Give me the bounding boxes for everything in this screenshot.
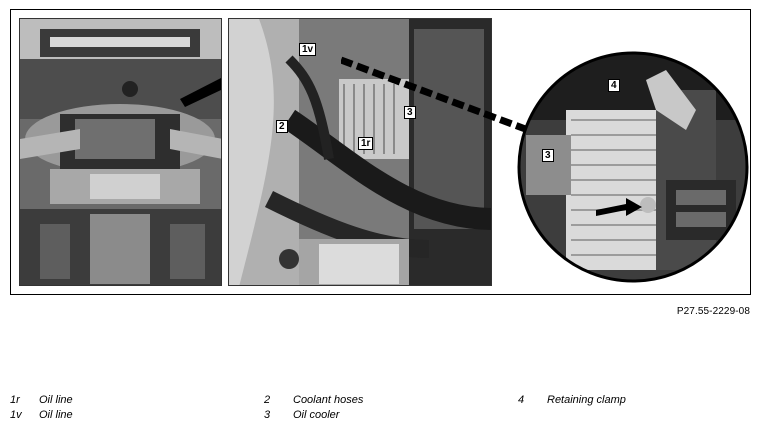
figure-frame: 1v 2 3 1r 4 3 — [10, 9, 751, 295]
engine-detail-photo — [228, 18, 492, 286]
callout-1v: 1v — [299, 43, 317, 56]
callout-3-main: 3 — [404, 106, 416, 119]
callout-1r: 1r — [358, 137, 374, 150]
figure-reference-code: P27.55-2229-08 — [676, 306, 750, 317]
overview-photo — [19, 18, 222, 286]
callout-3-detail: 3 — [542, 149, 554, 162]
callout-4-detail: 4 — [608, 79, 620, 92]
magnified-detail — [517, 51, 749, 283]
connector-line — [341, 56, 538, 137]
callout-2: 2 — [276, 120, 288, 133]
